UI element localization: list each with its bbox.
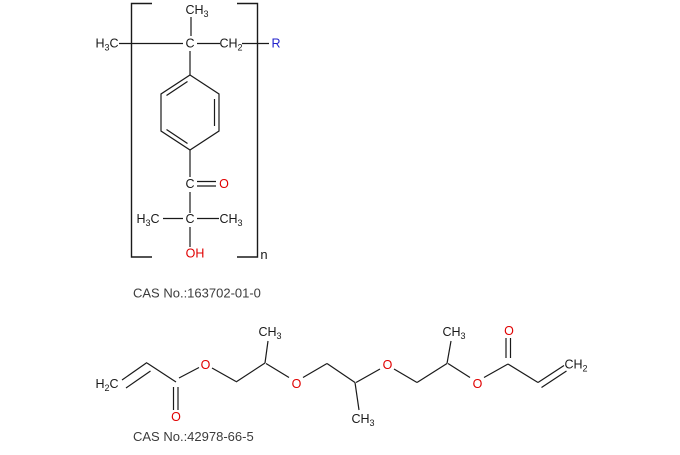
repeat-subscript-n: n (260, 247, 267, 262)
atom-label-o-ester-left: O (201, 358, 211, 372)
bond-ch-oether1 (265, 362, 290, 379)
atom-label-r-group: R (271, 37, 280, 51)
bond-ch-c-left (146, 362, 177, 383)
vinyl-left-double-line2 (125, 370, 151, 389)
atom-label-ch3-top: CH3 (185, 3, 208, 19)
bond-ch2-ch-1 (235, 362, 266, 383)
structure1-polymer: CH3 H3C C CH2 R C O C H3C CH3 OH n CAS N… (95, 2, 281, 301)
bond-ch2-ch-3 (416, 362, 448, 384)
atom-label-h3c-quat: H3C (136, 212, 159, 228)
cas-number-structure2: CAS No.:42978-66-5 (133, 429, 254, 444)
benzene-ring (160, 74, 220, 151)
bond-oester-c-right (483, 363, 509, 379)
bond-ch-oether2 (355, 368, 381, 384)
atom-label-ch2-end: CH2 (564, 358, 587, 374)
bond-oether1-ch2 (302, 362, 328, 379)
atom-label-ch2: CH2 (219, 37, 242, 53)
structure2-diacrylate: H2C O O CH3 O CH3 O CH3 O O CH2 CAS No.:… (95, 324, 587, 444)
structure2-bonds (121, 338, 567, 411)
atom-label-c-quat: C (185, 212, 194, 226)
atom-label-o-carbonyl-right: O (504, 324, 514, 338)
repeat-bracket-right (237, 2, 259, 258)
bond-ch-oester-right (447, 362, 471, 379)
cas-number-structure1: CAS No.:163702-01-0 (133, 286, 261, 301)
atom-label-c-alpha: C (185, 37, 194, 51)
bond-ch-ch3-1 (264, 340, 269, 364)
benzene-ring-outline (160, 74, 220, 151)
atom-label-ch3-3: CH3 (442, 325, 465, 341)
atom-label-oh: OH (186, 247, 205, 261)
atom-label-ch3-quat: CH3 (219, 212, 242, 228)
bond-c-oester-left (178, 366, 200, 379)
atom-label-h2c: H2C (95, 377, 118, 393)
atom-label-ch3-1: CH3 (258, 325, 281, 341)
atom-label-o-ether-2: O (383, 358, 393, 372)
atom-label-c-carbonyl: C (185, 177, 194, 191)
bond-ch2-ch-2 (326, 363, 356, 383)
benzene-inner-bond-1 (166, 81, 188, 96)
structure1-bonds (119, 17, 269, 247)
atom-label-o-ester-right: O (473, 377, 483, 391)
atom-label-h3c-side: H3C (95, 37, 118, 53)
atom-label-ch3-2: CH3 (351, 412, 374, 428)
benzene-inner-bond-3 (166, 129, 188, 144)
vinyl-right-double-line1 (537, 364, 565, 384)
bond-ch-ch3-3 (446, 340, 452, 364)
atom-label-o-ether-1: O (292, 377, 302, 391)
repeat-bracket-left (130, 2, 152, 258)
vinyl-right-double-line2 (541, 370, 567, 389)
bond-oester-ch2-left (211, 367, 237, 383)
vinyl-left-double-line1 (121, 362, 148, 381)
bond-c-ch-right (507, 363, 539, 384)
atom-label-o-carbonyl-left: O (171, 410, 181, 424)
atom-label-o-carbonyl: O (219, 177, 229, 191)
bond-ch-ch3-2 (354, 382, 360, 411)
bond-oether2-ch2 (393, 368, 418, 384)
